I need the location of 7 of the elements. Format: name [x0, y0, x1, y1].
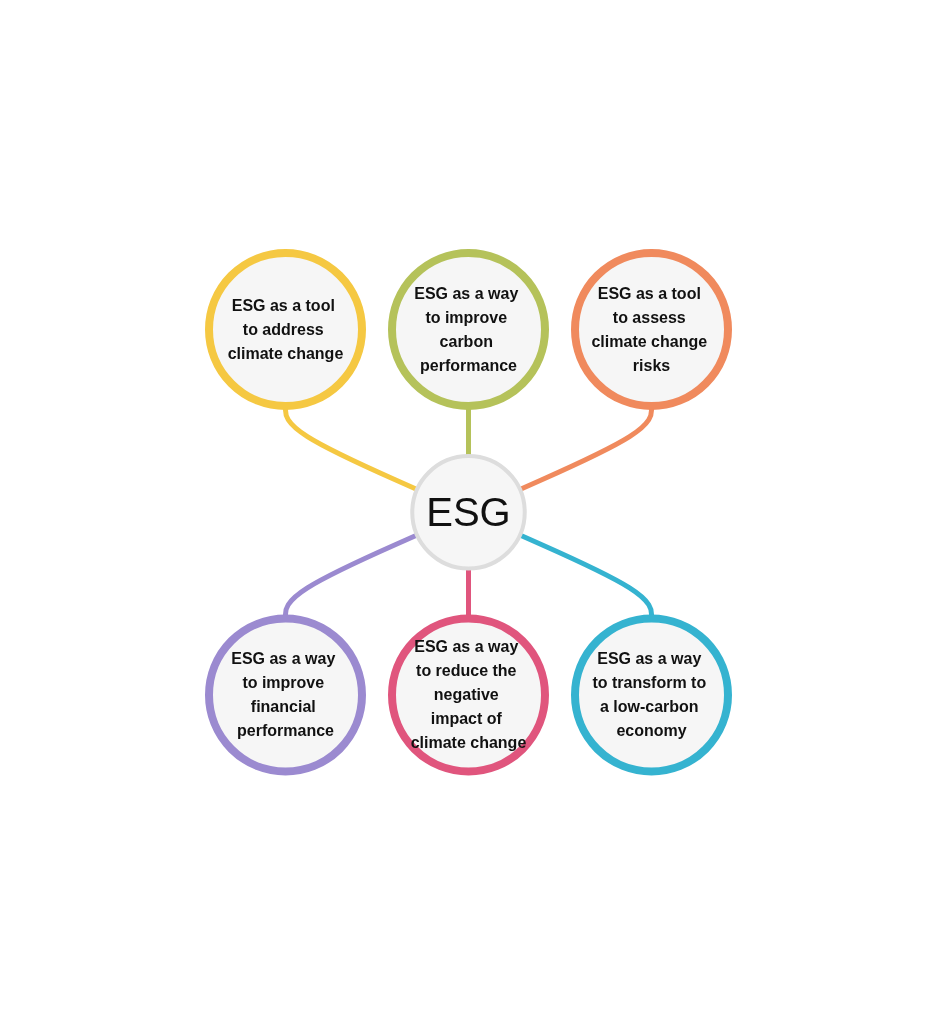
node-circle: ESG as a way to improve financial performance — [204, 614, 366, 776]
node-circle: ESG as a way to reduce the negative impact of climate change — [387, 614, 549, 776]
node-circle: ESG — [409, 453, 527, 571]
node-circle: ESG as a way to transform to a low-carbon economy — [570, 614, 732, 776]
node-circle: ESG as a way to improve carbon performance — [387, 248, 549, 410]
node-circle: ESG as a tool to assess climate change risks — [570, 248, 732, 410]
node-circle: ESG as a tool to address climate change — [204, 248, 366, 410]
